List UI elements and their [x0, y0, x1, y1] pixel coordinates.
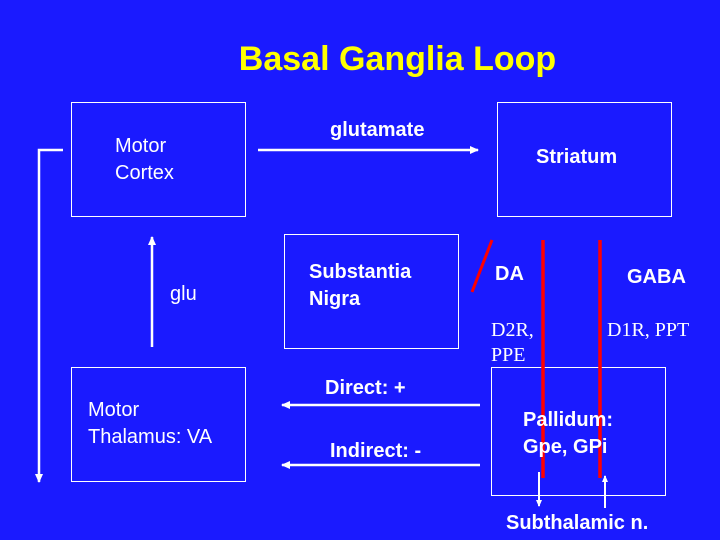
substantia-nigra-box — [284, 234, 459, 349]
motor-thalamus-box — [71, 367, 246, 482]
substantia-nigra-label: Substantia Nigra — [309, 259, 411, 313]
loop-line — [35, 148, 63, 483]
d1r-label: D1R, PPT — [607, 319, 690, 341]
da-slash-line — [470, 239, 494, 293]
d2r-label: D2R, PPE — [491, 318, 534, 368]
glu-label: glu — [170, 283, 197, 305]
subthalamic-label: Subthalamic n. — [506, 512, 649, 534]
d2r-line-1: D2R, — [491, 319, 534, 341]
da-label: DA — [495, 263, 524, 285]
motor-thalamus-label: Motor Thalamus: VA — [88, 397, 212, 451]
gaba-label: GABA — [627, 266, 686, 288]
striatum-label: Striatum — [536, 146, 618, 168]
pallidum-label: Pallidum: Gpe, GPi — [523, 407, 613, 461]
direct-label: Direct: + — [325, 377, 406, 399]
slide-title: Basal Ganglia Loop — [238, 40, 557, 78]
motor-thalamus-line-2: Thalamus: VA — [88, 426, 213, 448]
d2r-line-2: PPE — [491, 344, 526, 366]
pallidum-line-1: Pallidum: — [523, 409, 614, 431]
glutamate-label: glutamate — [330, 119, 425, 141]
pallidum-line-2: Gpe, GPi — [523, 436, 608, 458]
motor-cortex-label: Motor Cortex — [115, 133, 174, 187]
pallidum-box — [491, 367, 666, 496]
substantia-nigra-line-1: Substantia — [309, 261, 412, 283]
substantia-nigra-line-2: Nigra — [309, 288, 361, 310]
striatum-box — [497, 102, 672, 217]
motor-cortex-line-1: Motor — [115, 135, 167, 157]
motor-cortex-line-2: Cortex — [115, 162, 174, 184]
indirect-label: Indirect: - — [330, 440, 422, 462]
motor-cortex-box — [71, 102, 246, 217]
motor-thalamus-line-1: Motor — [88, 399, 140, 421]
